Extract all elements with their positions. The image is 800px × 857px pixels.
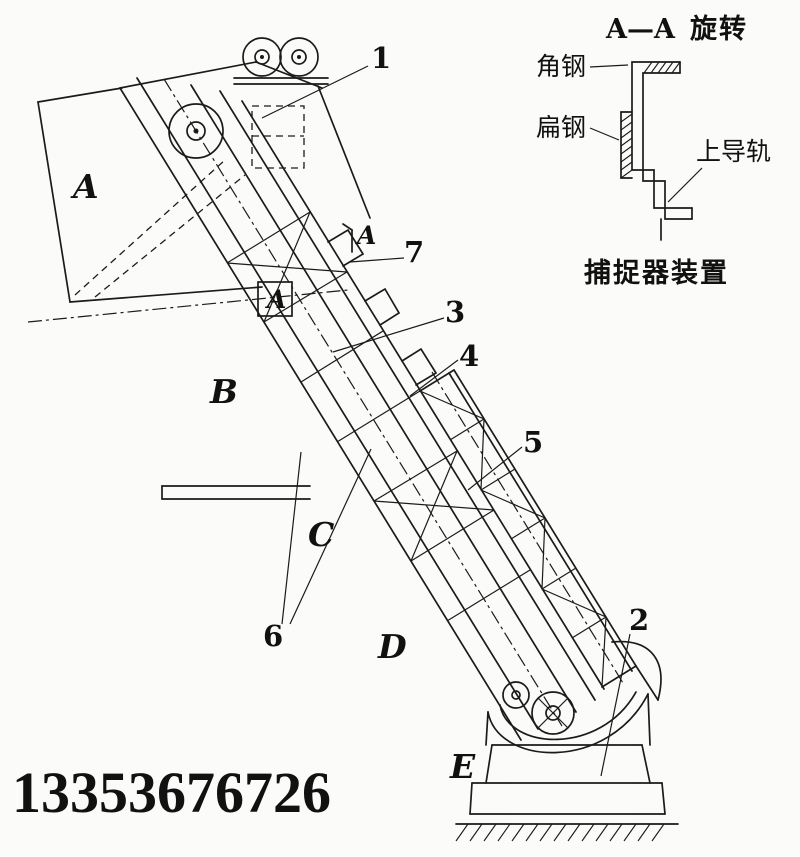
section-letter-d: D	[377, 627, 407, 666]
phone-number-watermark: 13353676726	[12, 760, 331, 825]
part-number-3: 3	[445, 295, 465, 329]
detail-title-section: A—A	[605, 14, 676, 45]
angle-steel-hatch	[643, 61, 681, 74]
section-letters: A B C D E A A	[70, 167, 476, 786]
left-support-frame	[37, 87, 263, 303]
part-numbers: 1 7 3 4 5 2 6	[263, 41, 649, 653]
detail-title-rotation: 旋转	[690, 14, 748, 45]
boot-section	[485, 640, 662, 754]
mid-platform	[161, 485, 311, 500]
part-number-5: 5	[523, 425, 543, 459]
section-letter-a: A	[70, 167, 99, 206]
label-flat-steel: 扁钢	[536, 113, 586, 142]
boxed-section-letter: A	[265, 285, 286, 314]
ground-hatching	[455, 823, 665, 842]
label-upper-guide-rail: 上导轨	[696, 137, 771, 166]
part-number-6: 6	[263, 619, 283, 653]
section-centerline	[27, 281, 349, 323]
part-number-4: 4	[459, 339, 479, 373]
section-cut-letter: A	[355, 221, 376, 250]
label-angle-steel: 角钢	[536, 52, 586, 81]
part-leader-lines	[261, 65, 631, 777]
section-letter-e: E	[449, 747, 476, 786]
section-letter-b: B	[209, 372, 238, 411]
foundation-base	[455, 744, 679, 842]
part-number-2: 2	[629, 603, 649, 637]
section-letter-c: C	[308, 515, 334, 554]
elevator-casing	[119, 61, 605, 741]
support-truss	[419, 369, 637, 688]
top-rollers	[233, 37, 329, 85]
section-cut-mark	[342, 223, 353, 253]
flat-steel-strip	[620, 111, 633, 179]
part-number-7: 7	[404, 235, 424, 269]
detail-view: A—A 旋转 角钢 扁钢 上导轨 捕捉器装置	[536, 14, 771, 289]
detail-caption: 捕捉器装置	[584, 258, 729, 289]
part-number-1: 1	[371, 41, 391, 75]
